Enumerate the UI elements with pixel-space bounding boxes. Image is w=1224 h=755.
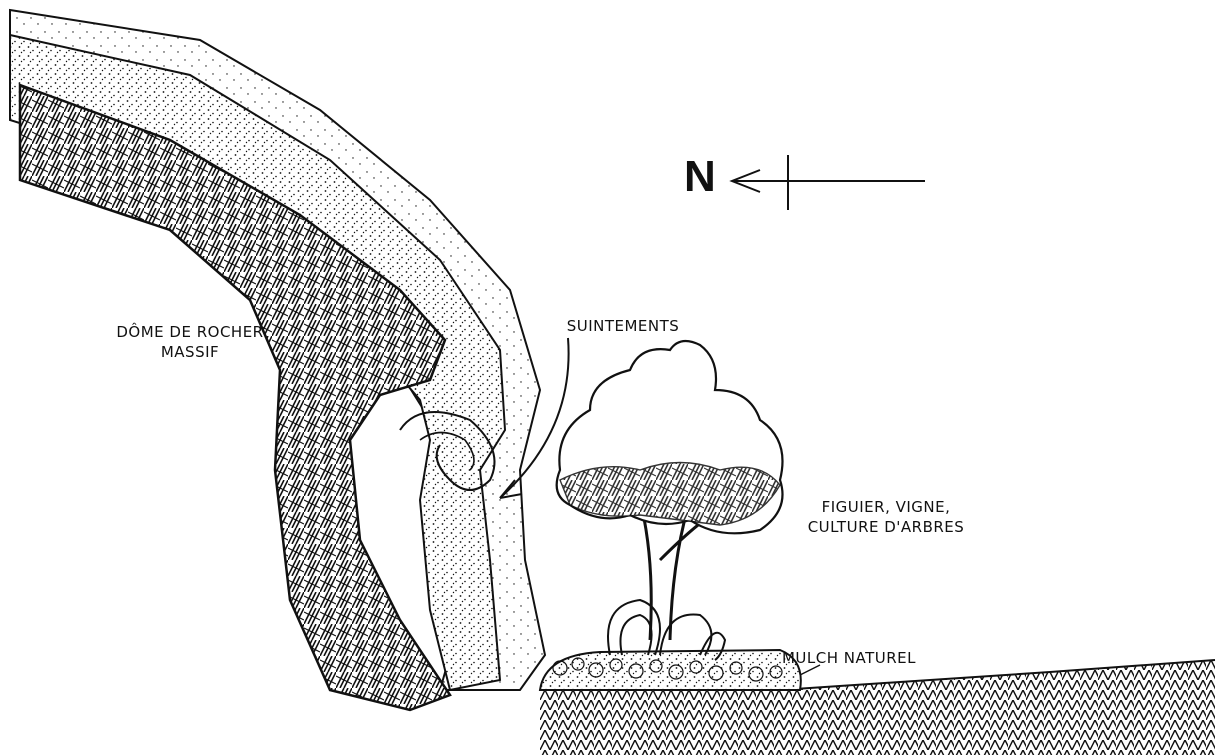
rock-dome-label-line2: MASSIF	[90, 342, 290, 362]
north-arrow-icon	[732, 155, 925, 210]
tree-crops-label-line1: FIGUIER, VIGNE,	[786, 497, 986, 517]
seepage-label: SUINTEMENTS	[548, 316, 698, 336]
rock-dome-label-line1: DÔME DE ROCHER	[90, 322, 290, 342]
tree-crops-label: FIGUIER, VIGNE, CULTURE D'ARBRES	[786, 497, 986, 537]
tree-crops-label-line2: CULTURE D'ARBRES	[786, 517, 986, 537]
mulch-label: MULCH NATUREL	[764, 648, 934, 668]
rock-dome-label: DÔME DE ROCHER MASSIF	[90, 322, 290, 362]
north-label: N	[684, 152, 716, 202]
